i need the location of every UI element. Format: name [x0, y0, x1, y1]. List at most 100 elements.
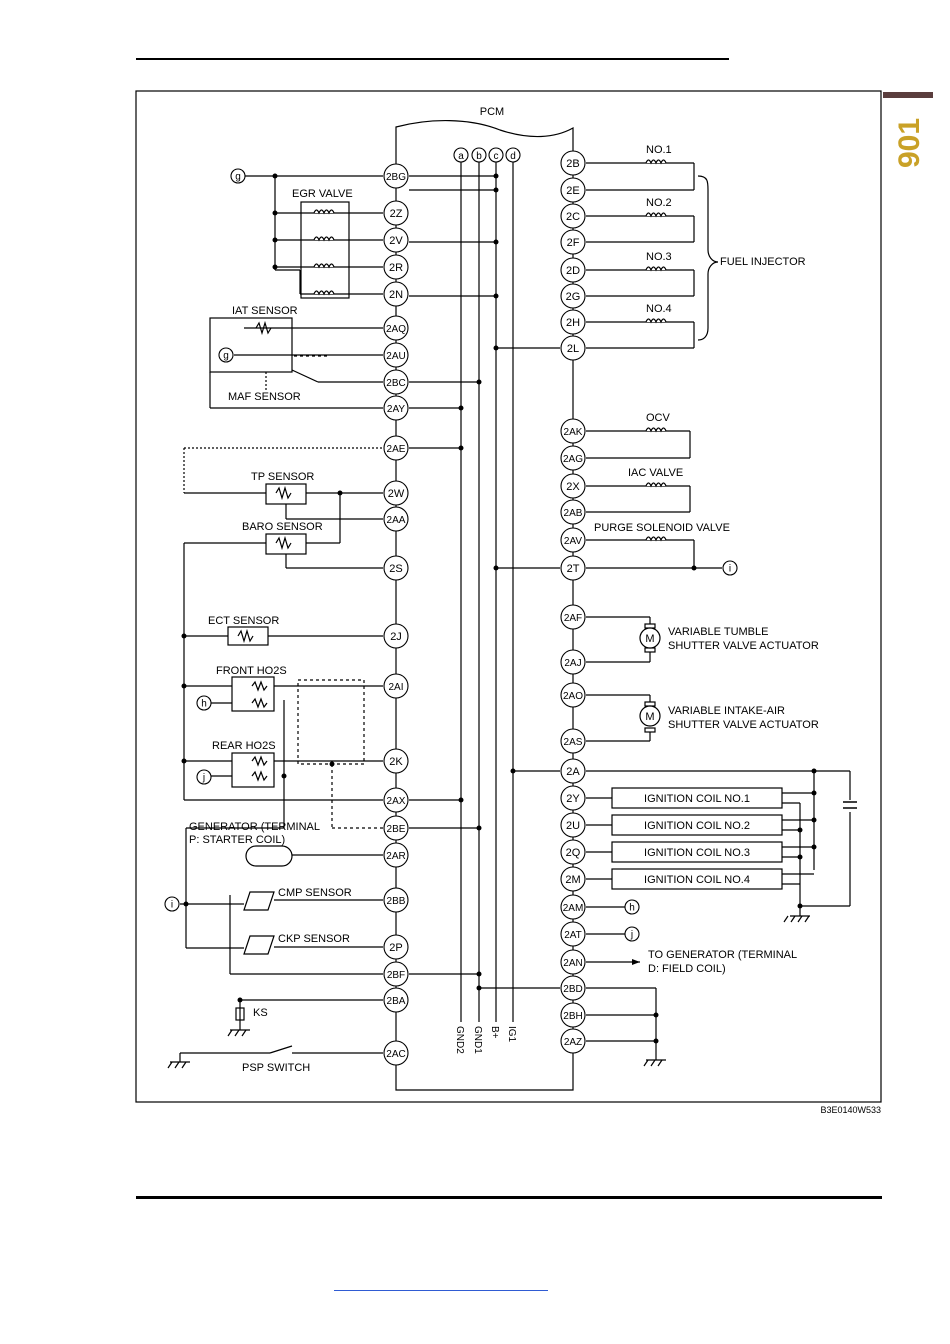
pin-label: 2R	[389, 262, 403, 274]
pin-label: 2AS	[564, 737, 583, 748]
pin-label: 2Q	[566, 847, 581, 859]
pcm-pin: 2X	[560, 473, 586, 499]
rear-ho2s-label: REAR HO2S	[212, 740, 276, 752]
pin-label: 2B	[566, 158, 579, 170]
motor-symbol: M	[645, 633, 654, 645]
pcm-pin: 2BC	[383, 369, 409, 395]
pin-label: 2BE	[387, 824, 406, 835]
pcm-pin: 2AE	[383, 435, 409, 461]
iat-sensor-label: IAT SENSOR	[232, 305, 298, 317]
bus-name: GND2	[454, 1026, 465, 1054]
pin-label: 2V	[389, 235, 403, 247]
pin-label: 2AA	[387, 515, 406, 526]
tumble-actuator-label-2: SHUTTER VALVE ACTUATOR	[668, 640, 819, 652]
pcm-pin: 2BG	[383, 163, 409, 189]
pcm-pin: 2W	[383, 480, 409, 506]
pin-label: 2E	[566, 185, 579, 197]
connector-tag: j	[624, 926, 640, 942]
pin-label: 2F	[567, 237, 580, 249]
bus-id: c	[494, 151, 499, 162]
pcm-pin: 2E	[560, 177, 586, 203]
pin-label: 2K	[389, 756, 403, 768]
pcm-pin: 2L	[560, 335, 586, 361]
connector-tag: i	[722, 560, 738, 576]
pin-label: 2AI	[388, 682, 403, 693]
pin-label: 2BA	[387, 996, 406, 1007]
pin-label: 2BD	[563, 984, 582, 995]
bus-c: cB+	[488, 147, 504, 1039]
connector-tag: j	[196, 769, 212, 785]
pin-label: 2AC	[386, 1049, 405, 1060]
pin-label: 2AB	[564, 508, 583, 519]
connector-tag-letter: h	[201, 699, 207, 710]
pin-label: 2BF	[387, 970, 405, 981]
pcm-pin: 2BA	[383, 987, 409, 1013]
pcm-pin: 2B	[560, 150, 586, 176]
figure-code: B3E0140W533	[820, 1105, 881, 1115]
pcm-pin: 2AT	[560, 921, 586, 947]
intake-actuator-label-2: SHUTTER VALVE ACTUATOR	[668, 719, 819, 731]
pcm-pin: 2AV	[560, 527, 586, 553]
connector-tag: i	[164, 896, 180, 912]
pcm-pin: 2V	[383, 227, 409, 253]
pin-label: 2BC	[386, 378, 405, 389]
pcm-pin: 2AF	[560, 604, 586, 630]
pcm-pin: 2Z	[383, 200, 409, 226]
pcm-pin: 2AS	[560, 728, 586, 754]
tumble-actuator-label-1: VARIABLE TUMBLE	[668, 626, 768, 638]
to-generator-label-2: D: FIELD COIL)	[648, 963, 726, 975]
pin-label: 2AK	[564, 427, 583, 438]
pin-label: 2BH	[563, 1011, 582, 1022]
pin-label: 2D	[566, 265, 580, 277]
pin-label: 2P	[389, 942, 402, 954]
pin-label: 2H	[566, 317, 580, 329]
bus-id: d	[510, 151, 516, 162]
pcm-pin: 2BH	[560, 1002, 586, 1028]
pcm-pin: 2R	[383, 254, 409, 280]
pin-label: 2AX	[387, 796, 406, 807]
pin-label: 2M	[565, 874, 580, 886]
pcm-pin: 2A	[560, 758, 586, 784]
pcm-pin: 2H	[560, 309, 586, 335]
connector-tag-letter: g	[235, 172, 241, 183]
connector-tag-letter: j	[630, 930, 633, 941]
footer-link[interactable]	[334, 1290, 548, 1291]
connector-tag: h	[624, 899, 640, 915]
pcm-pin: 2P	[383, 934, 409, 960]
generator-label-2: P: STARTER COIL)	[189, 834, 285, 846]
pin-label: 2Z	[390, 208, 403, 220]
page-tab	[883, 92, 933, 98]
pin-label: 2T	[567, 563, 580, 575]
pcm-pin: 2AR	[383, 842, 409, 868]
connector-tag-letter: i	[171, 900, 173, 911]
pcm-pin: 2M	[560, 866, 586, 892]
pcm-pin: 2C	[560, 203, 586, 229]
pcm-pin: 2AK	[560, 418, 586, 444]
pin-label: 2AR	[386, 851, 405, 862]
pcm-pin: 2Y	[560, 785, 586, 811]
pin-label: 2Y	[566, 793, 580, 805]
ocv-label: OCV	[646, 412, 671, 424]
pin-label: 2AZ	[564, 1037, 582, 1048]
pin-label: 2AF	[564, 613, 582, 624]
pcm-pin: 2U	[560, 812, 586, 838]
connector-tag: g	[230, 168, 246, 184]
pcm-pin: 2D	[560, 257, 586, 283]
pin-label: 2AG	[563, 454, 583, 465]
pin-label: 2AQ	[386, 324, 406, 335]
pcm-pin: 2J	[383, 623, 409, 649]
pcm-pin: 2AO	[560, 682, 586, 708]
pcm-pin: 2AU	[383, 342, 409, 368]
pcm-pin: 2G	[560, 283, 586, 309]
pcm-pin: 2AN	[560, 949, 586, 975]
pcm-pin: 2AX	[383, 787, 409, 813]
pin-label: 2W	[388, 488, 405, 500]
iac-valve-label: IAC VALVE	[628, 467, 683, 479]
ect-sensor-label: ECT SENSOR	[208, 615, 279, 627]
pcm-pin: 2Q	[560, 839, 586, 865]
pin-label: 2G	[566, 291, 581, 303]
generator-label-1: GENERATOR (TERMINAL	[189, 821, 320, 833]
pcm-pin: 2AA	[383, 506, 409, 532]
